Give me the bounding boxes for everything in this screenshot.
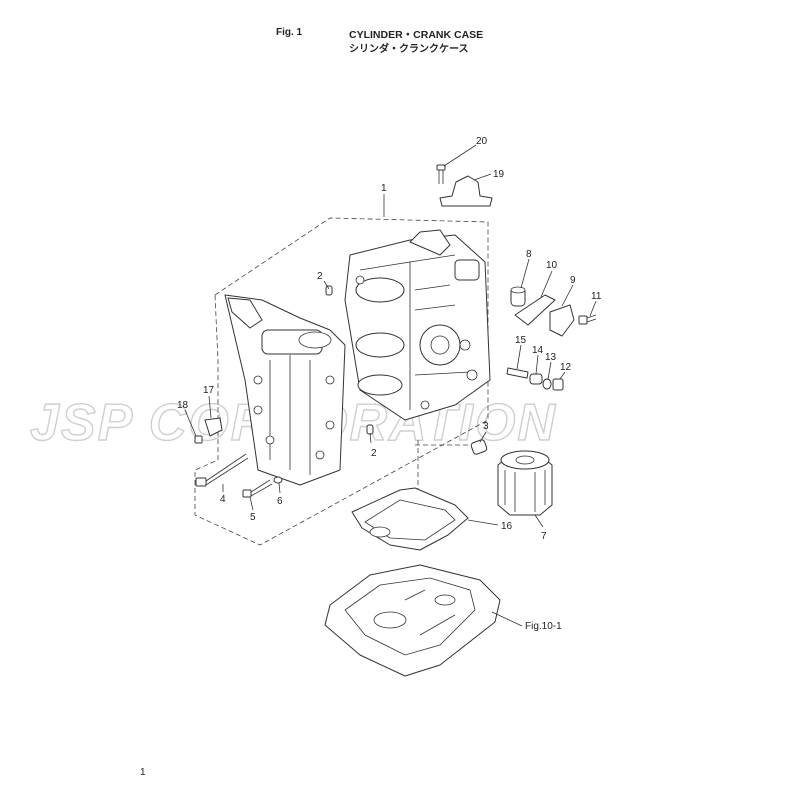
leader-12	[559, 371, 566, 380]
callout-5: 5	[250, 512, 256, 523]
callout-8: 8	[526, 249, 532, 260]
bracket	[204, 417, 223, 437]
leader-15	[516, 344, 522, 370]
leader-fig10-1	[491, 611, 523, 627]
callout-19: 19	[493, 169, 505, 180]
plug-upper	[325, 285, 333, 296]
bolt-short	[242, 479, 273, 498]
crankcase-gasket	[351, 487, 469, 551]
page-number: 1	[140, 767, 146, 778]
callout-7: 7	[541, 531, 547, 542]
pipe	[506, 367, 529, 379]
leader-18	[184, 409, 197, 437]
callout-10: 10	[546, 260, 558, 271]
leader-9	[561, 284, 574, 307]
callout-9: 9	[570, 275, 576, 286]
bracket-screw	[194, 435, 203, 444]
leader-10	[540, 270, 553, 298]
long-bolt	[195, 453, 249, 487]
assembly-boundary	[194, 217, 489, 546]
callout-3: 3	[483, 421, 489, 432]
thermostat-cover	[549, 304, 575, 337]
crankcase-cover	[224, 294, 346, 486]
clamp	[439, 175, 493, 207]
callout-13: 13	[545, 352, 557, 363]
callout-16: 16	[501, 521, 513, 532]
leader-17	[208, 395, 212, 419]
leader-11	[589, 300, 597, 317]
callout-11: 11	[591, 291, 602, 302]
o-ring	[542, 378, 552, 390]
nut	[552, 378, 564, 391]
leader-16	[467, 519, 499, 526]
callout-1: 1	[381, 183, 387, 194]
page-title: CYLINDER・CRANK CASE	[349, 29, 484, 41]
leader-13	[547, 361, 552, 380]
exhaust-manifold	[324, 564, 501, 677]
washer	[273, 476, 283, 484]
leader-7	[534, 514, 544, 528]
cylinder-block	[344, 229, 491, 421]
callout-fig10-1: Fig.10-1	[525, 621, 562, 632]
pipe-sleeve	[529, 373, 543, 385]
leader-20	[443, 144, 477, 167]
callout-18: 18	[177, 400, 189, 411]
callout-6: 6	[277, 496, 283, 507]
callout-12: 12	[560, 362, 572, 373]
oil-filter	[497, 450, 553, 516]
sleeve	[470, 439, 488, 455]
callout-2-lower: 2	[371, 448, 377, 459]
leader-19	[473, 173, 492, 181]
callout-2-upper: 2	[317, 271, 323, 282]
plug-lower	[366, 424, 374, 435]
leader-3	[479, 431, 487, 443]
leader-14	[535, 354, 539, 375]
leader-5	[249, 496, 254, 511]
callout-17: 17	[203, 385, 215, 396]
figure-label: Fig. 1	[276, 27, 303, 38]
leader-6	[278, 482, 281, 494]
thermostat	[510, 286, 526, 307]
callout-4: 4	[220, 494, 226, 505]
leader-2a	[323, 280, 330, 290]
leader-8	[520, 258, 530, 289]
cover-bolt	[578, 314, 597, 325]
callout-20: 20	[476, 136, 488, 147]
thermostat-gasket	[514, 294, 556, 326]
clamp-bolt	[436, 164, 446, 184]
callout-15: 15	[515, 335, 527, 346]
leader-2b	[369, 432, 372, 444]
page-title-japanese: シリンダ・クランクケース	[349, 44, 469, 55]
callout-14: 14	[532, 345, 544, 356]
